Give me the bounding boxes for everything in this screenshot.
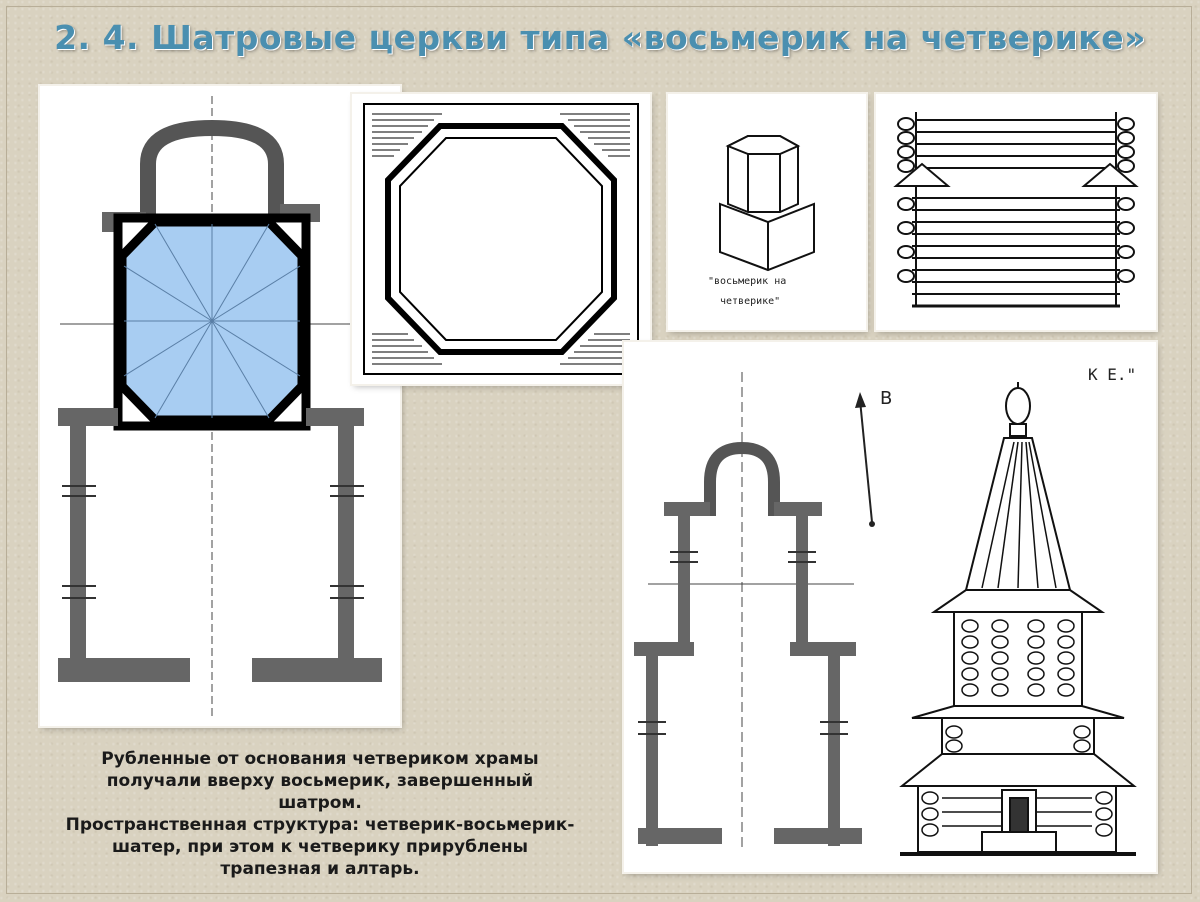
caption-line: получали вверху восьмерик, завершенный	[106, 771, 534, 791]
caption-line: шатер, при этом к четверику прирублены	[111, 837, 529, 857]
log-wall-detail-panel	[876, 94, 1156, 330]
sketch-label-line2: четверике"	[720, 296, 780, 307]
north-arrow-label: В	[880, 388, 892, 409]
octagon-plan-drawing	[363, 103, 639, 375]
caption-line: Пространственная структура: четверик-вос…	[65, 815, 575, 835]
sketch-label-line1: "восьмерик на	[708, 276, 786, 287]
octagon-plan-panel	[352, 94, 650, 384]
caption-line: Рубленные от основания четвериком храмы	[101, 749, 539, 769]
caption-line: трапезная и алтарь.	[220, 859, 420, 879]
plan-and-elevation-panel: В К Е."	[624, 342, 1156, 872]
octagon-on-quad-sketch-panel: "восьмерик на четверике"	[668, 94, 866, 330]
drawing-corner-label: К Е."	[1088, 365, 1136, 384]
plan-with-octagon-drawing	[58, 96, 385, 716]
plan-and-elevation-drawing: В К Е."	[634, 365, 1137, 856]
slide-frame	[6, 6, 1192, 894]
slide-caption: Рубленные от основания четвериком храмы …	[18, 748, 622, 880]
octagon-on-quad-sketch: "восьмерик на четверике"	[708, 135, 815, 307]
caption-line: шатром.	[278, 793, 362, 813]
log-wall-detail-drawing	[893, 112, 1139, 308]
plan-with-octagon-panel	[40, 86, 400, 726]
slide-title: 2. 4. Шатровые церкви типа «восьмерик на…	[54, 18, 1146, 57]
